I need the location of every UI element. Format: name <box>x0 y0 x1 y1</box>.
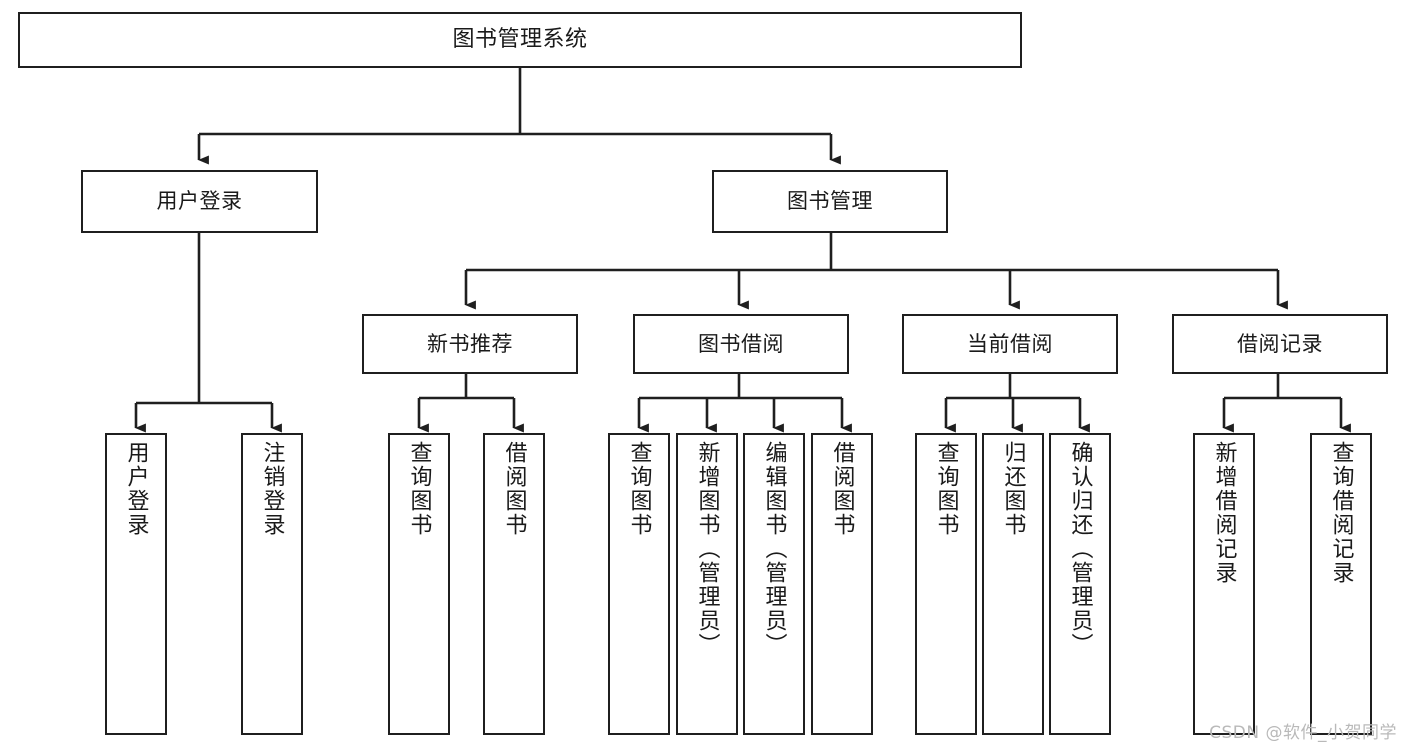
node-label: 确认归还（管理员） <box>1067 441 1093 657</box>
leaf-confirm-return[interactable]: 确认归还（管理员） <box>1049 433 1111 735</box>
csdn-watermark: CSDN @软件_小贺同学 <box>1209 723 1397 743</box>
node-root-system[interactable]: 图书管理系统 <box>18 12 1022 68</box>
leaf-return-book[interactable]: 归还图书 <box>982 433 1044 735</box>
node-label: 借阅图书 <box>501 441 527 537</box>
node-label: 查询借阅记录 <box>1328 441 1354 585</box>
node-label: 用户登录 <box>156 189 243 214</box>
node-label: 新书推荐 <box>427 331 513 356</box>
node-book-borrow[interactable]: 图书借阅 <box>633 314 849 374</box>
node-label: 用户登录 <box>123 441 149 537</box>
node-label: 查询图书 <box>933 441 959 537</box>
leaf-query-book-borrow[interactable]: 查询图书 <box>608 433 670 735</box>
leaf-query-book-current[interactable]: 查询图书 <box>915 433 977 735</box>
leaf-borrow-book[interactable]: 借阅图书 <box>811 433 873 735</box>
node-current-borrow[interactable]: 当前借阅 <box>902 314 1118 374</box>
leaf-query-book-recommend[interactable]: 查询图书 <box>388 433 450 735</box>
node-label: 借阅图书 <box>829 441 855 537</box>
leaf-edit-book[interactable]: 编辑图书（管理员） <box>743 433 805 735</box>
node-label: 注销登录 <box>259 441 285 537</box>
node-book-manage[interactable]: 图书管理 <box>712 170 948 233</box>
leaf-user-login[interactable]: 用户登录 <box>105 433 167 735</box>
leaf-add-book[interactable]: 新增图书（管理员） <box>676 433 738 735</box>
node-borrow-record[interactable]: 借阅记录 <box>1172 314 1388 374</box>
node-label: 图书管理系统 <box>452 27 588 53</box>
leaf-user-logout[interactable]: 注销登录 <box>241 433 303 735</box>
node-label: 编辑图书（管理员） <box>761 441 787 657</box>
node-user-login[interactable]: 用户登录 <box>81 170 318 233</box>
node-label: 图书管理 <box>787 189 873 214</box>
node-label: 查询图书 <box>406 441 432 537</box>
node-new-book-recommend[interactable]: 新书推荐 <box>362 314 578 374</box>
leaf-query-borrow-record[interactable]: 查询借阅记录 <box>1310 433 1372 735</box>
node-label: 新增借阅记录 <box>1211 441 1237 585</box>
node-label: 图书借阅 <box>698 331 784 356</box>
node-label: 借阅记录 <box>1237 331 1323 356</box>
leaf-add-borrow-record[interactable]: 新增借阅记录 <box>1193 433 1255 735</box>
node-label: 归还图书 <box>1000 441 1026 537</box>
leaf-borrow-book-recommend[interactable]: 借阅图书 <box>483 433 545 735</box>
node-label: 新增图书（管理员） <box>694 441 720 657</box>
node-label: 查询图书 <box>626 441 652 537</box>
node-label: 当前借阅 <box>967 331 1053 356</box>
